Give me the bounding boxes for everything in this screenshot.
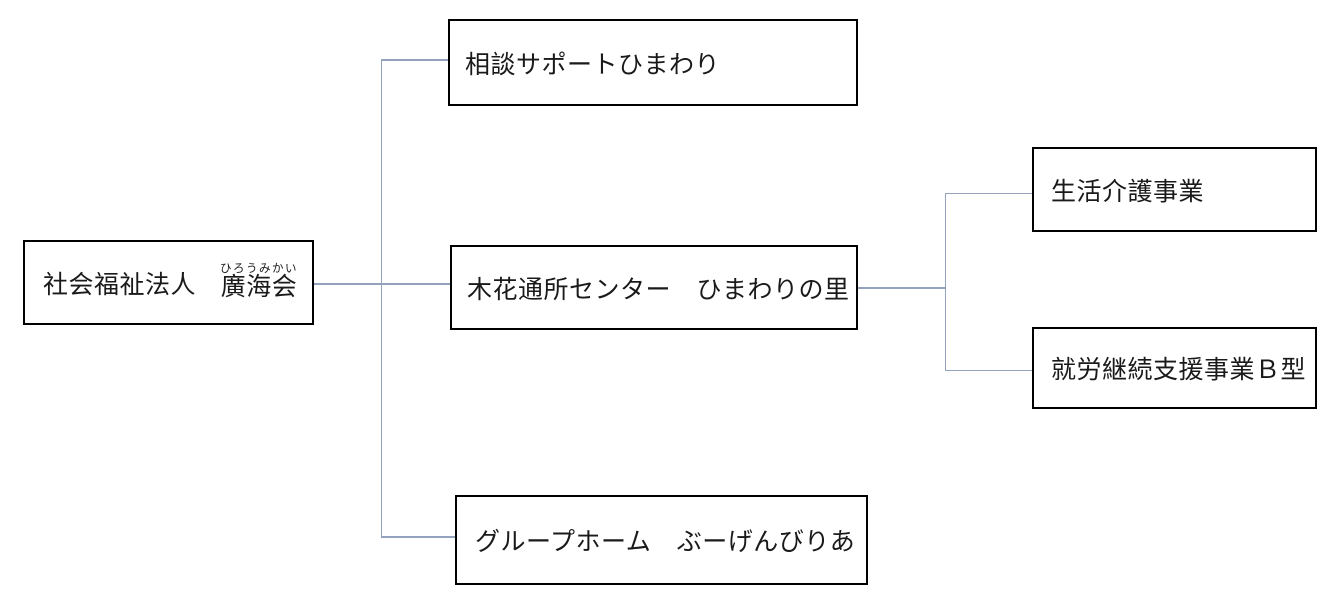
branch-label: 木花通所センター ひまわりの里 — [467, 276, 850, 304]
branch-label: グループホーム ぶーげんびりあ — [475, 529, 856, 556]
org-box-branch-kibana-center: 木花通所センター ひまわりの里 — [450, 245, 858, 330]
org-box-branch-group-home: グループホーム ぶーげんびりあ — [455, 495, 868, 585]
root-furigana: ひろうみかい — [220, 262, 299, 275]
root-name: 廣海会 — [220, 273, 298, 301]
connector-trunk-vertical — [380, 59, 382, 537]
sub-branch-label: 就労継続支援事業Ｂ型 — [1051, 357, 1307, 384]
connector-to-branch-bottom — [381, 536, 456, 538]
connector-to-sub-top — [945, 192, 1032, 194]
connector-to-branch-top — [381, 59, 449, 61]
org-box-sub-shurou-keizoku-b: 就労継続支援事業Ｂ型 — [1032, 327, 1317, 409]
org-box-sub-seikatsu-kaigo: 生活介護事業 — [1032, 147, 1317, 232]
root-name-with-furigana: 廣海会ひろうみかい — [220, 263, 298, 303]
connector-branch-mid-to-trunk — [858, 287, 945, 289]
connector-root-to-trunk — [314, 283, 450, 285]
branch-label: 相談サポートひまわり — [465, 51, 721, 79]
root-label-main: 社会福祉法人 — [43, 271, 197, 299]
org-box-root: 社会福祉法人廣海会ひろうみかい — [23, 240, 314, 325]
sub-branch-label: 生活介護事業 — [1051, 178, 1205, 206]
org-box-branch-soudan-support: 相談サポートひまわり — [448, 19, 858, 106]
connector-to-sub-bottom — [945, 369, 1032, 371]
connector-sub-trunk-vertical — [944, 192, 946, 371]
